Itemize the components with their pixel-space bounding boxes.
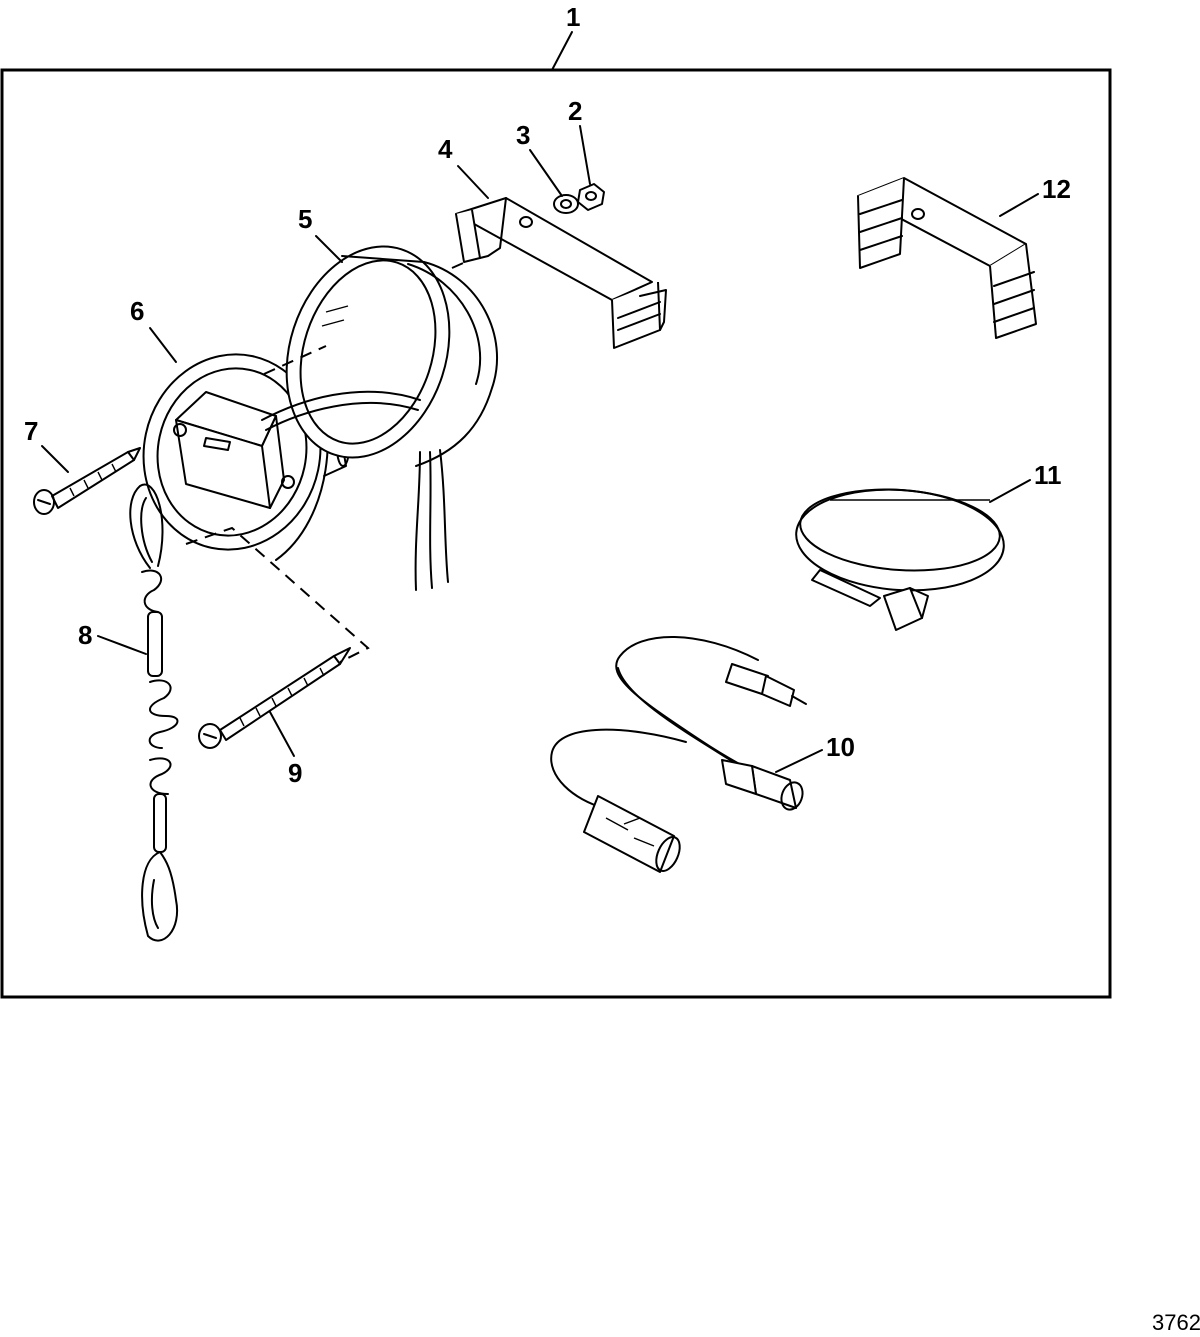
callout-1-leader [551,31,573,71]
part-4-bracket [455,197,667,349]
callout-9-leader [269,711,295,757]
assembly-frame [0,68,1112,999]
callout-3-leader [529,149,563,197]
part-9-long-screw [198,647,351,749]
callout-7-leader [41,445,69,473]
part-3-washer [553,194,579,214]
callout-4-leader [457,165,489,199]
callout-10: 10 [826,732,855,762]
part-8-lanyard [129,483,179,942]
callout-7: 7 [24,416,38,446]
callout-6: 6 [130,296,144,326]
part-12-clip-bracket [857,177,1037,339]
callout-10-leader [775,749,823,773]
callout-5: 5 [298,204,312,234]
part-2-nut [577,183,605,211]
callout-1: 1 [566,2,580,32]
callout-11-leader [989,479,1031,503]
callout-4: 4 [438,134,453,164]
callout-3: 3 [516,120,530,150]
alignment-line-6-5 [263,345,327,375]
part-10-harness [550,636,807,873]
alignment-line-6-9 [185,526,370,663]
part-7-screw [33,447,141,515]
callout-8: 8 [78,620,92,650]
callout-8-leader [97,635,147,655]
part-6-mount-ring [142,353,350,561]
callout-2-leader [579,125,591,185]
callout-12: 12 [1042,174,1071,204]
figure-number: 3762 [1152,1310,1200,1335]
part-11-hose-clamp [795,488,1005,631]
part-5-gauge-housing [261,245,498,591]
callout-2: 2 [568,96,582,126]
callout-5-leader [315,235,343,263]
callout-11: 11 [1034,460,1062,490]
alignment-line-5-4 [451,259,471,269]
callout-9: 9 [288,758,302,788]
callout-6-leader [149,327,177,363]
callout-12-leader [999,193,1039,217]
